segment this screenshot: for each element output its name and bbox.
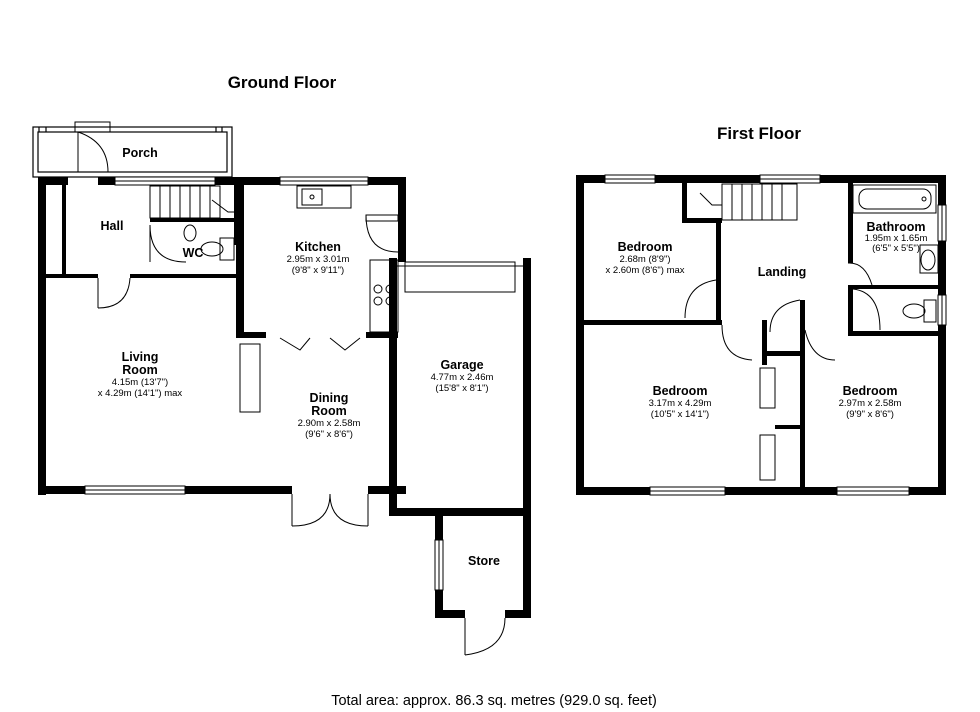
- living-room-label-line2: Room: [122, 363, 157, 377]
- ground-stairs: [149, 185, 236, 219]
- bedroom-right-dimensions-imperial: (9'9" x 8'6"): [846, 409, 894, 420]
- living-room-dimensions-line1: 4.15m (13'7"): [112, 377, 168, 388]
- kitchen-dimensions-imperial: (9'8" x 9'11"): [292, 265, 344, 276]
- bedroom-front-dimensions-line2: x 2.60m (8'6") max: [605, 265, 684, 276]
- bedroom-left-dimensions-imperial: (10'5" x 14'1"): [651, 409, 709, 420]
- garage-dimensions-metric: 4.77m x 2.46m: [431, 372, 494, 383]
- ground-windows: [84, 176, 444, 591]
- first-windows: [604, 174, 947, 496]
- first-doors: [684, 262, 881, 481]
- bedroom-left-dimensions-metric: 3.17m x 4.29m: [649, 398, 712, 409]
- kitchen-label: Kitchen: [295, 240, 341, 254]
- dining-room-label-line1: Dining: [310, 391, 349, 405]
- first-fixtures: [852, 184, 939, 323]
- bedroom-front-label: Bedroom: [618, 240, 673, 254]
- bathroom-dimensions-metric: 1.95m x 1.65m: [865, 233, 928, 244]
- first-stairs: [699, 183, 798, 221]
- ground-floor-title: Ground Floor: [228, 73, 337, 92]
- living-room-dimensions-line2: x 4.29m (14'1") max: [98, 388, 183, 399]
- dining-room-dimensions-metric: 2.90m x 2.58m: [298, 418, 361, 429]
- garage-dimensions-imperial: (15'8" x 8'1"): [435, 383, 488, 394]
- ground-fixtures: [183, 185, 516, 333]
- ground-interior-walls: [46, 185, 398, 413]
- dining-room-label-line2: Room: [311, 404, 346, 418]
- bathroom-label: Bathroom: [866, 220, 925, 234]
- porch-walls: [32, 126, 233, 178]
- ground-floor-plan: [32, 121, 531, 656]
- kitchen-dimensions-metric: 2.95m x 3.01m: [287, 254, 350, 265]
- total-area-footer: Total area: approx. 86.3 sq. metres (929…: [331, 693, 657, 709]
- bedroom-front-dimensions-line1: 2.68m (8'9"): [619, 254, 670, 265]
- store-label: Store: [468, 554, 500, 568]
- first-floor-plan: [576, 174, 947, 496]
- bedroom-left-label: Bedroom: [653, 384, 708, 398]
- ground-doors: [74, 121, 506, 656]
- bathroom-dimensions-imperial: (6'5" x 5'5"): [872, 243, 920, 254]
- living-room-label-line1: Living: [122, 350, 159, 364]
- porch-label: Porch: [122, 146, 157, 160]
- first-floor-title: First Floor: [717, 124, 801, 143]
- landing-label: Landing: [758, 265, 807, 279]
- garage-label: Garage: [440, 358, 483, 372]
- first-interior-walls: [584, 183, 938, 487]
- bedroom-right-dimensions-metric: 2.97m x 2.58m: [839, 398, 902, 409]
- bedroom-right-label: Bedroom: [843, 384, 898, 398]
- hall-label: Hall: [101, 219, 124, 233]
- wc-label: WC: [183, 246, 204, 260]
- dining-room-dimensions-imperial: (9'6" x 8'6"): [305, 429, 353, 440]
